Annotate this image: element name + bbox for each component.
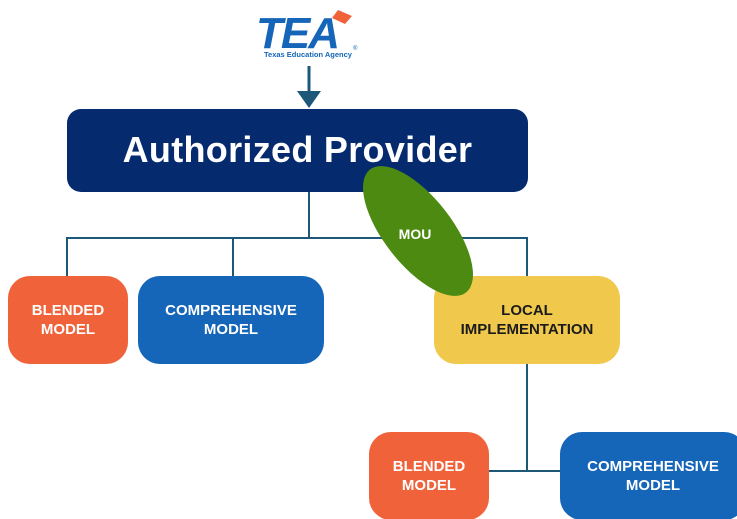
logo-flag-icon xyxy=(332,10,352,24)
mou-label: MOU xyxy=(398,226,432,242)
authorized-provider-box: Authorized Provider xyxy=(67,109,528,192)
comprehensive-model-box: COMPREHENSIVE MODEL xyxy=(138,276,324,364)
local-blended-model-box: BLENDED MODEL xyxy=(369,432,489,519)
logo-brand-text: TEA xyxy=(256,9,338,58)
logo-tagline: Texas Education Agency xyxy=(264,50,352,59)
logo-registered-mark: ® xyxy=(353,45,358,52)
local-comprehensive-model-box: COMPREHENSIVE MODEL xyxy=(560,432,737,519)
local-implementation-box: LOCAL IMPLEMENTATION xyxy=(434,276,620,364)
arrow-head xyxy=(297,91,321,108)
blended-model-box: BLENDED MODEL xyxy=(8,276,128,364)
tea-logo: TEA ® xyxy=(256,9,358,58)
